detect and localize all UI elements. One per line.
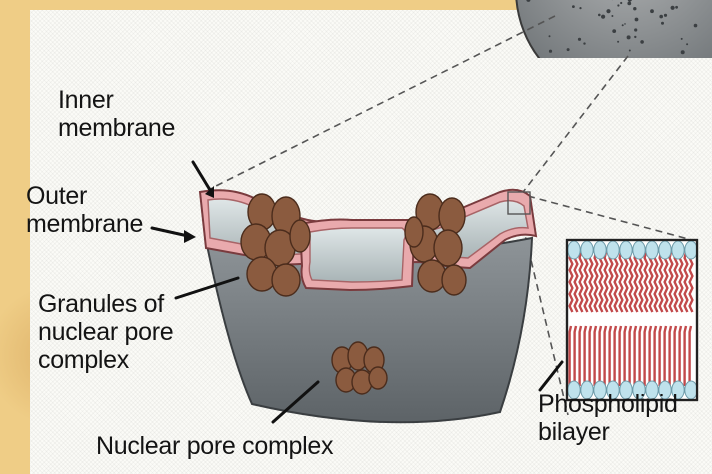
nucleus-speckle xyxy=(661,22,664,25)
lipid-tail xyxy=(660,326,661,386)
lipid-head xyxy=(633,241,645,259)
nucleus-speckle xyxy=(620,2,622,4)
leader-outer-membrane xyxy=(152,228,188,236)
nucleus-speckle xyxy=(549,50,552,53)
label-granules: Granules of nuclear pore complex xyxy=(38,290,173,374)
label-phospholipid-bilayer: Phospholipid bilayer xyxy=(538,390,678,446)
lipid-head xyxy=(685,381,697,399)
lipid-head xyxy=(568,241,580,259)
nucleus-speckle xyxy=(598,14,601,17)
nucleus-speckle xyxy=(606,9,610,13)
nucleus-speckle xyxy=(624,23,626,25)
nucleus-speckle xyxy=(611,15,613,17)
lipid-tail xyxy=(570,326,571,386)
label-nuclear-pore-complex: Nuclear pore complex xyxy=(96,432,333,460)
lipid-tail xyxy=(690,326,691,386)
nucleus-speckle xyxy=(617,4,619,6)
nucleus-speckle xyxy=(572,5,575,8)
lipid-head xyxy=(607,241,619,259)
phospholipid-bilayer-inset xyxy=(567,240,697,400)
arrowhead-outer-membrane xyxy=(184,230,196,243)
label-inner-membrane: Inner membrane xyxy=(58,86,175,142)
nucleus-speckle xyxy=(686,43,688,45)
nucleus-speckle xyxy=(659,15,663,19)
nucleus-speckle xyxy=(579,7,581,9)
lipid-tail xyxy=(630,326,631,386)
nucleus-speckle xyxy=(627,2,631,6)
lipid-tail xyxy=(625,326,626,386)
lipid-head xyxy=(620,241,632,259)
nucleus-speckle xyxy=(643,82,647,86)
lipid-tail xyxy=(645,326,646,386)
nucleus-speckle xyxy=(583,42,585,44)
nucleus-speckle xyxy=(582,71,584,73)
pore-granule-cluster-left xyxy=(241,194,310,296)
lipid-tail xyxy=(670,326,671,386)
nucleus-speckle xyxy=(567,48,570,51)
lipid-head xyxy=(672,241,684,259)
nucleus-speckle xyxy=(681,38,683,40)
nucleus-speckle xyxy=(646,59,649,62)
nucleus-speckle xyxy=(617,41,619,43)
nucleus-speckle xyxy=(612,29,616,33)
nucleus-speckle xyxy=(627,86,630,89)
nucleus-speckle xyxy=(675,6,678,9)
leader-inner-membrane xyxy=(193,162,210,190)
nucleus-speckle xyxy=(629,50,631,52)
lipid-tail xyxy=(685,326,686,386)
lipid-tail xyxy=(655,326,656,386)
nucleus-speckle xyxy=(549,35,551,37)
nucleus-speckle xyxy=(635,18,639,22)
lipid-head xyxy=(685,241,697,259)
lipid-head xyxy=(594,241,606,259)
lipid-tail xyxy=(585,326,586,386)
nucleus-speckle xyxy=(694,24,698,28)
lipid-tail xyxy=(580,326,581,386)
lipid-head xyxy=(646,241,658,259)
lipid-tail xyxy=(635,326,636,386)
lipid-tail xyxy=(640,326,641,386)
lipid-tail xyxy=(665,326,666,386)
lipid-tail xyxy=(575,326,576,386)
nucleus-sphere xyxy=(516,0,712,102)
lipid-tail xyxy=(675,326,676,386)
lipid-tail xyxy=(620,326,621,386)
nucleus-speckle xyxy=(634,28,637,31)
lipid-tail xyxy=(595,326,596,386)
nucleus-speckle xyxy=(634,36,636,38)
lipid-head xyxy=(581,241,593,259)
nucleus-speckle xyxy=(639,82,642,85)
nucleus-speckle xyxy=(578,38,581,41)
nucleus-speckle xyxy=(671,6,675,10)
lipid-tail xyxy=(610,326,611,386)
lipid-tail xyxy=(650,326,651,386)
nucleus-speckle xyxy=(622,24,624,26)
lipid-tail xyxy=(615,326,616,386)
nucleus-speckle xyxy=(681,50,685,54)
label-outer-membrane: Outer membrane xyxy=(26,182,143,238)
nucleus-speckle xyxy=(615,58,618,61)
lipid-head xyxy=(659,241,671,259)
lipid-tail xyxy=(590,326,591,386)
pore-granule-cluster-bottom xyxy=(332,342,387,394)
nucleus-speckle xyxy=(627,35,631,39)
leader-phospholipid-bilayer xyxy=(540,362,562,390)
nucleus-speckle xyxy=(640,92,644,96)
nucleus-speckle xyxy=(650,9,654,13)
lipid-tail xyxy=(600,326,601,386)
lipid-tail xyxy=(680,326,681,386)
nucleus-speckle xyxy=(601,15,605,19)
nucleus-speckle xyxy=(640,40,644,44)
nucleus-speckle xyxy=(633,7,636,10)
nucleus-speckle xyxy=(664,14,667,17)
lipid-tail xyxy=(605,326,606,386)
